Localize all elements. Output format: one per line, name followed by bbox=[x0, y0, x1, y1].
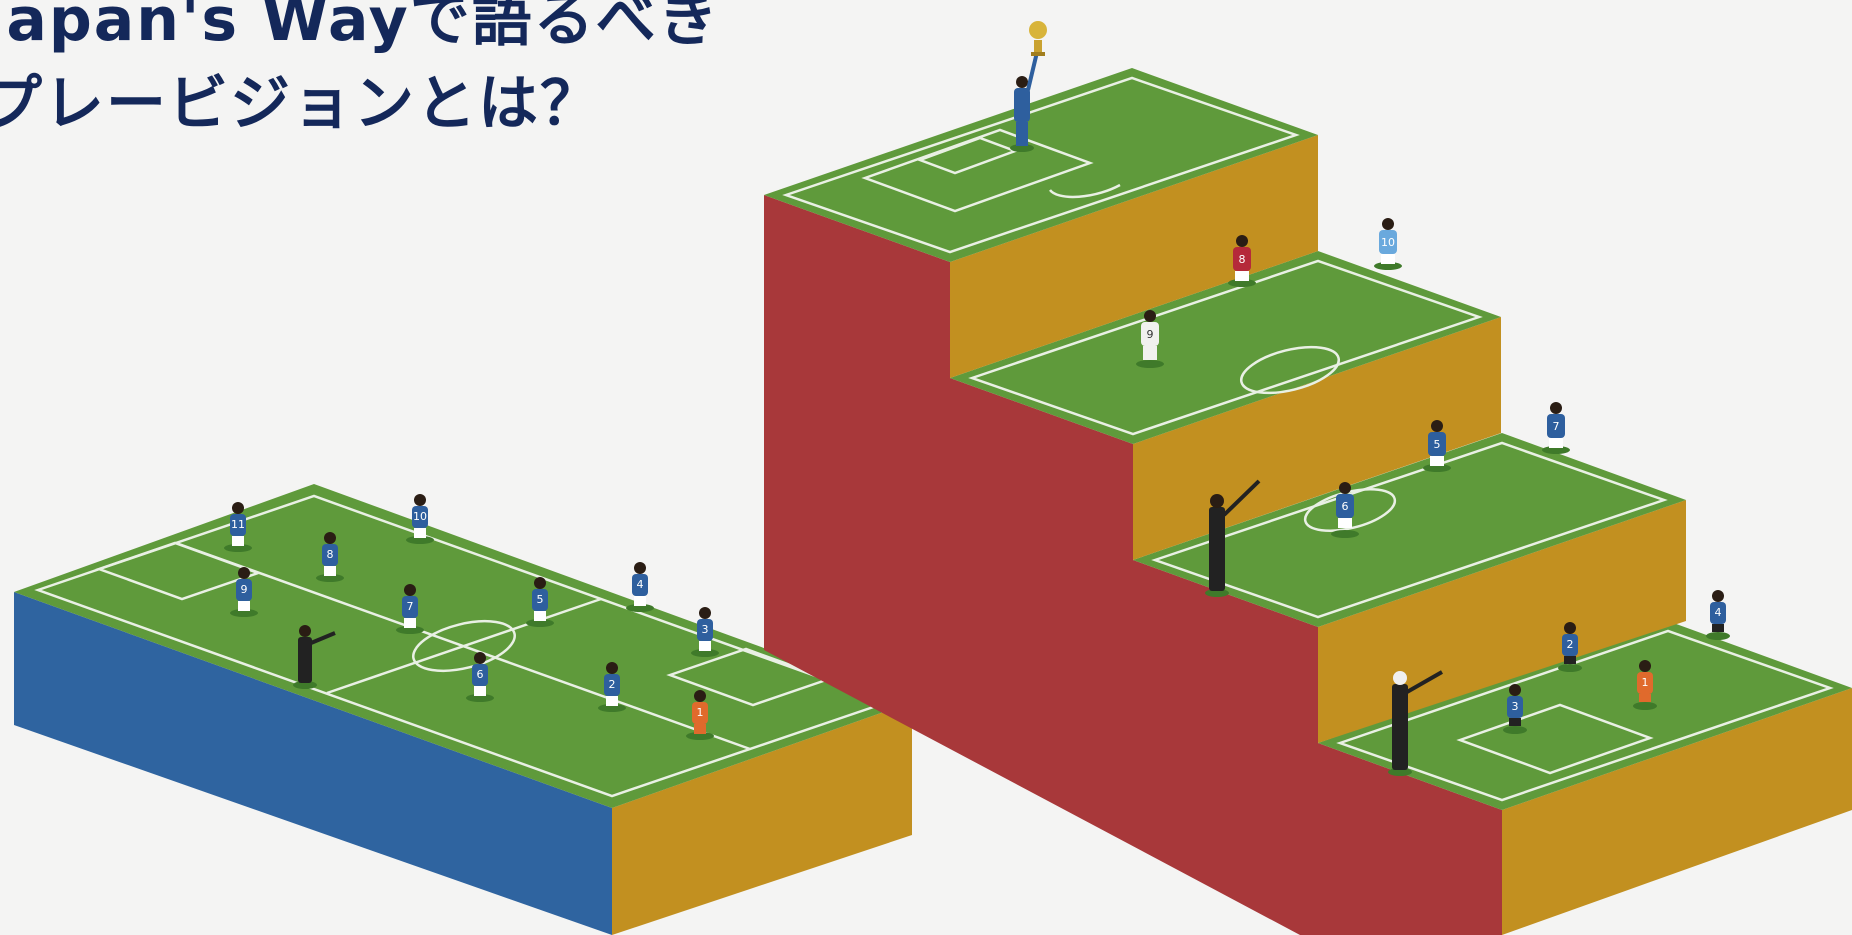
coach-figure bbox=[293, 625, 336, 689]
player-number: 2 bbox=[1567, 638, 1574, 651]
step-4-pitch bbox=[1318, 621, 1852, 810]
player-number: 9 bbox=[241, 583, 248, 596]
player-number: 4 bbox=[1715, 606, 1722, 619]
player-number: 7 bbox=[1553, 420, 1560, 433]
player-number: 4 bbox=[637, 578, 644, 591]
player-figure: 9 bbox=[230, 567, 258, 617]
coach-figure bbox=[1205, 479, 1261, 597]
player-number: 3 bbox=[1512, 700, 1519, 713]
staircase-red-face bbox=[764, 195, 1502, 935]
player-number: 1 bbox=[697, 706, 704, 719]
step-2-pitch bbox=[950, 251, 1501, 444]
player-number: 8 bbox=[1239, 253, 1246, 266]
player-figure: 3 bbox=[691, 607, 719, 657]
player-number: 6 bbox=[1342, 500, 1349, 513]
player-figure: 11 bbox=[224, 502, 252, 552]
player-figure: 2 bbox=[598, 662, 626, 712]
player-number: 5 bbox=[537, 593, 544, 606]
player-number: 7 bbox=[407, 600, 414, 613]
player-figure: 5 bbox=[1423, 420, 1451, 472]
player-number: 2 bbox=[609, 678, 616, 691]
player-figure: 10 bbox=[406, 494, 434, 544]
player-number: 11 bbox=[231, 518, 245, 531]
step-1-pitch bbox=[764, 68, 1318, 262]
headline: Japan's Wayで語るべき プレービジョンとは？ bbox=[0, 0, 720, 146]
goalkeeper-figure: 1 bbox=[1633, 660, 1657, 710]
player-figure: 2 bbox=[1558, 622, 1582, 672]
player-number: 8 bbox=[327, 548, 334, 561]
flat-pitch-block bbox=[14, 484, 912, 935]
step-2-players: 8 10 9 bbox=[1136, 218, 1402, 368]
player-number: 6 bbox=[477, 668, 484, 681]
player-figure: 8 bbox=[316, 532, 344, 582]
player-figure: 3 bbox=[1503, 684, 1527, 734]
player-figure: 7 bbox=[396, 584, 424, 634]
player-number: 1 bbox=[1642, 676, 1649, 689]
player-figure: 4 bbox=[1706, 590, 1730, 640]
player-figure: 10 bbox=[1374, 218, 1402, 270]
flat-pitch-players: 11 8 10 9 7 5 bbox=[224, 494, 719, 740]
step-1-mustard-riser bbox=[950, 135, 1318, 378]
player-number: 10 bbox=[1381, 236, 1395, 249]
coach-figure bbox=[1388, 670, 1443, 776]
step-3-mustard-riser bbox=[1318, 500, 1686, 743]
trophy-icon bbox=[1029, 21, 1047, 56]
flat-block-blue-side bbox=[14, 592, 612, 935]
step-2-mustard-riser bbox=[1133, 317, 1501, 560]
step-3-pitch bbox=[1133, 433, 1686, 627]
step-4-mustard-side bbox=[1502, 688, 1852, 935]
player-number: 10 bbox=[413, 510, 427, 523]
player-figure: 4 bbox=[626, 562, 654, 612]
players: 11 8 10 9 7 5 bbox=[224, 21, 1730, 776]
step-2-markings bbox=[968, 259, 1483, 436]
player-figure: 6 bbox=[1331, 482, 1359, 538]
headline-line-1: Japan's Wayで語るべき bbox=[0, 0, 720, 55]
headline-line-2: プレービジョンとは？ bbox=[0, 69, 602, 139]
step-3-players: 5 7 6 bbox=[1205, 402, 1570, 597]
player-figure: 8 bbox=[1228, 235, 1256, 287]
player-figure: 9 bbox=[1136, 310, 1164, 368]
flat-block-mustard-side bbox=[612, 702, 912, 935]
player-figure: 7 bbox=[1542, 402, 1570, 454]
player-number: 3 bbox=[702, 623, 709, 636]
goalkeeper-figure: 1 bbox=[686, 690, 714, 740]
player-figure: 6 bbox=[466, 652, 494, 702]
staircase-block bbox=[764, 68, 1852, 935]
player-number: 5 bbox=[1434, 438, 1441, 451]
step-1-players bbox=[1010, 21, 1047, 152]
player-number: 9 bbox=[1147, 328, 1154, 341]
step-4-players: 4 2 3 1 bbox=[1388, 590, 1730, 776]
player-figure: 5 bbox=[526, 577, 554, 627]
